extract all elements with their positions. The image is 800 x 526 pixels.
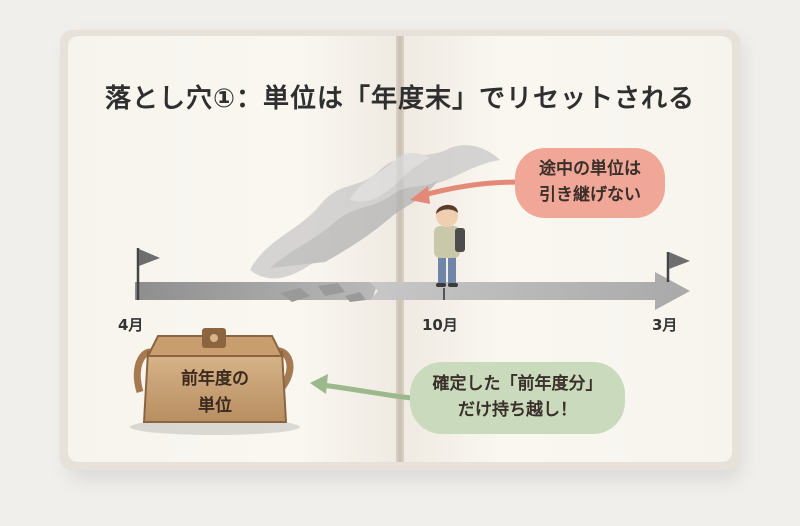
notebook-spine: [396, 36, 404, 462]
callout-green-line2: だけ持ち越し！: [458, 400, 577, 420]
timeline-end-label: 3月: [652, 316, 678, 334]
timeline-road-right: [370, 272, 690, 310]
bag-label: 前年度の 単位: [160, 366, 270, 420]
bag-label-line2: 単位: [198, 396, 232, 416]
rubble-icon: [280, 283, 366, 302]
callout-green-line1: 確定した「前年度分」: [432, 374, 603, 394]
callout-green: 確定した「前年度分」 だけ持ち越し！: [410, 362, 625, 434]
callout-red-line2: 引き継げない: [539, 185, 641, 205]
page-title: 落とし穴①：単位は「年度末」でリセットされる: [104, 84, 695, 114]
timeline-start-label: 4月: [118, 316, 144, 334]
callout-red: 途中の単位は 引き継げない: [515, 148, 665, 218]
arrow-icon: [417, 179, 523, 199]
flag-icon: [136, 248, 160, 300]
bag-label-line1: 前年度の: [181, 369, 249, 389]
timeline-mid-label: 10月: [422, 316, 458, 334]
flag-icon: [666, 252, 690, 282]
person-icon: [434, 204, 465, 287]
arrow-icon: [319, 382, 415, 401]
callout-red-line1: 途中の単位は: [539, 159, 641, 179]
smoke-icon: [250, 145, 500, 279]
timeline-road-left: [135, 282, 378, 300]
bag-icon: [130, 328, 300, 435]
